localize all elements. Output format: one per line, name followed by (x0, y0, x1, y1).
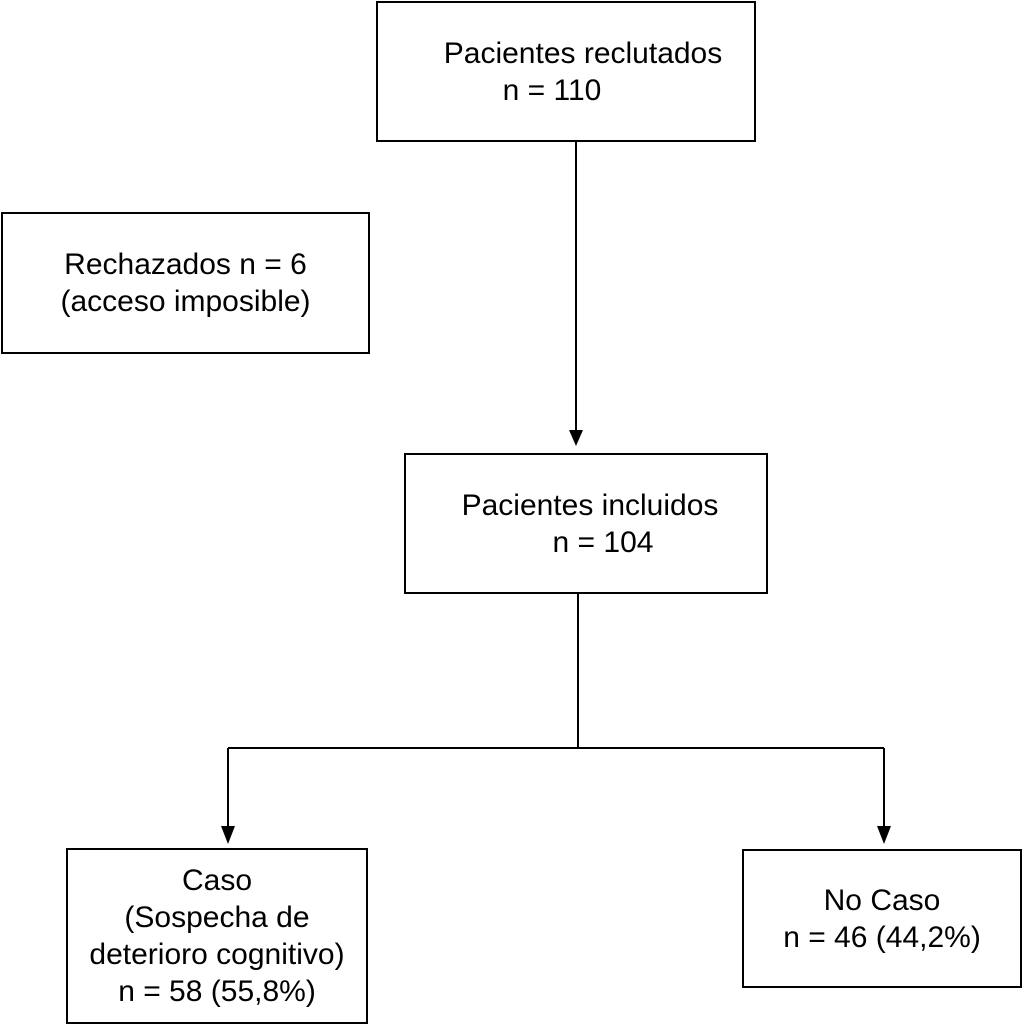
recruited-count: n = 110 (502, 73, 602, 107)
recruited-patients-box: Pacientes reclutados n = 110 (376, 1, 756, 142)
case-count: n = 58 (55,8%) (118, 975, 316, 1008)
arrowhead-nocase (877, 826, 891, 844)
case-description-line1: (Sospecha de (124, 901, 310, 934)
included-label: Pacientes incluidos (461, 488, 719, 522)
arrowhead-case (221, 826, 235, 844)
arrowhead-included (569, 430, 583, 446)
rejected-patients-box: Rechazados n = 6 (acceso imposible) (1, 212, 370, 354)
case-box: Caso (Sospecha de deterioro cognitivo) n… (66, 848, 368, 1024)
case-description-line2: deterioro cognitivo) (89, 938, 345, 971)
rejected-reason: (acceso imposible) (60, 285, 311, 318)
recruited-label: Pacientes reclutados (443, 36, 723, 70)
no-case-box: No Caso n = 46 (44,2%) (742, 849, 1022, 988)
rejected-label: Rechazados n = 6 (64, 248, 307, 281)
included-patients-box: Pacientes incluidos n = 104 (404, 453, 768, 594)
case-label: Caso (181, 864, 253, 897)
no-case-label: No Caso (823, 883, 941, 917)
included-count: n = 104 (552, 525, 654, 559)
no-case-count: n = 46 (44,2%) (783, 920, 981, 954)
